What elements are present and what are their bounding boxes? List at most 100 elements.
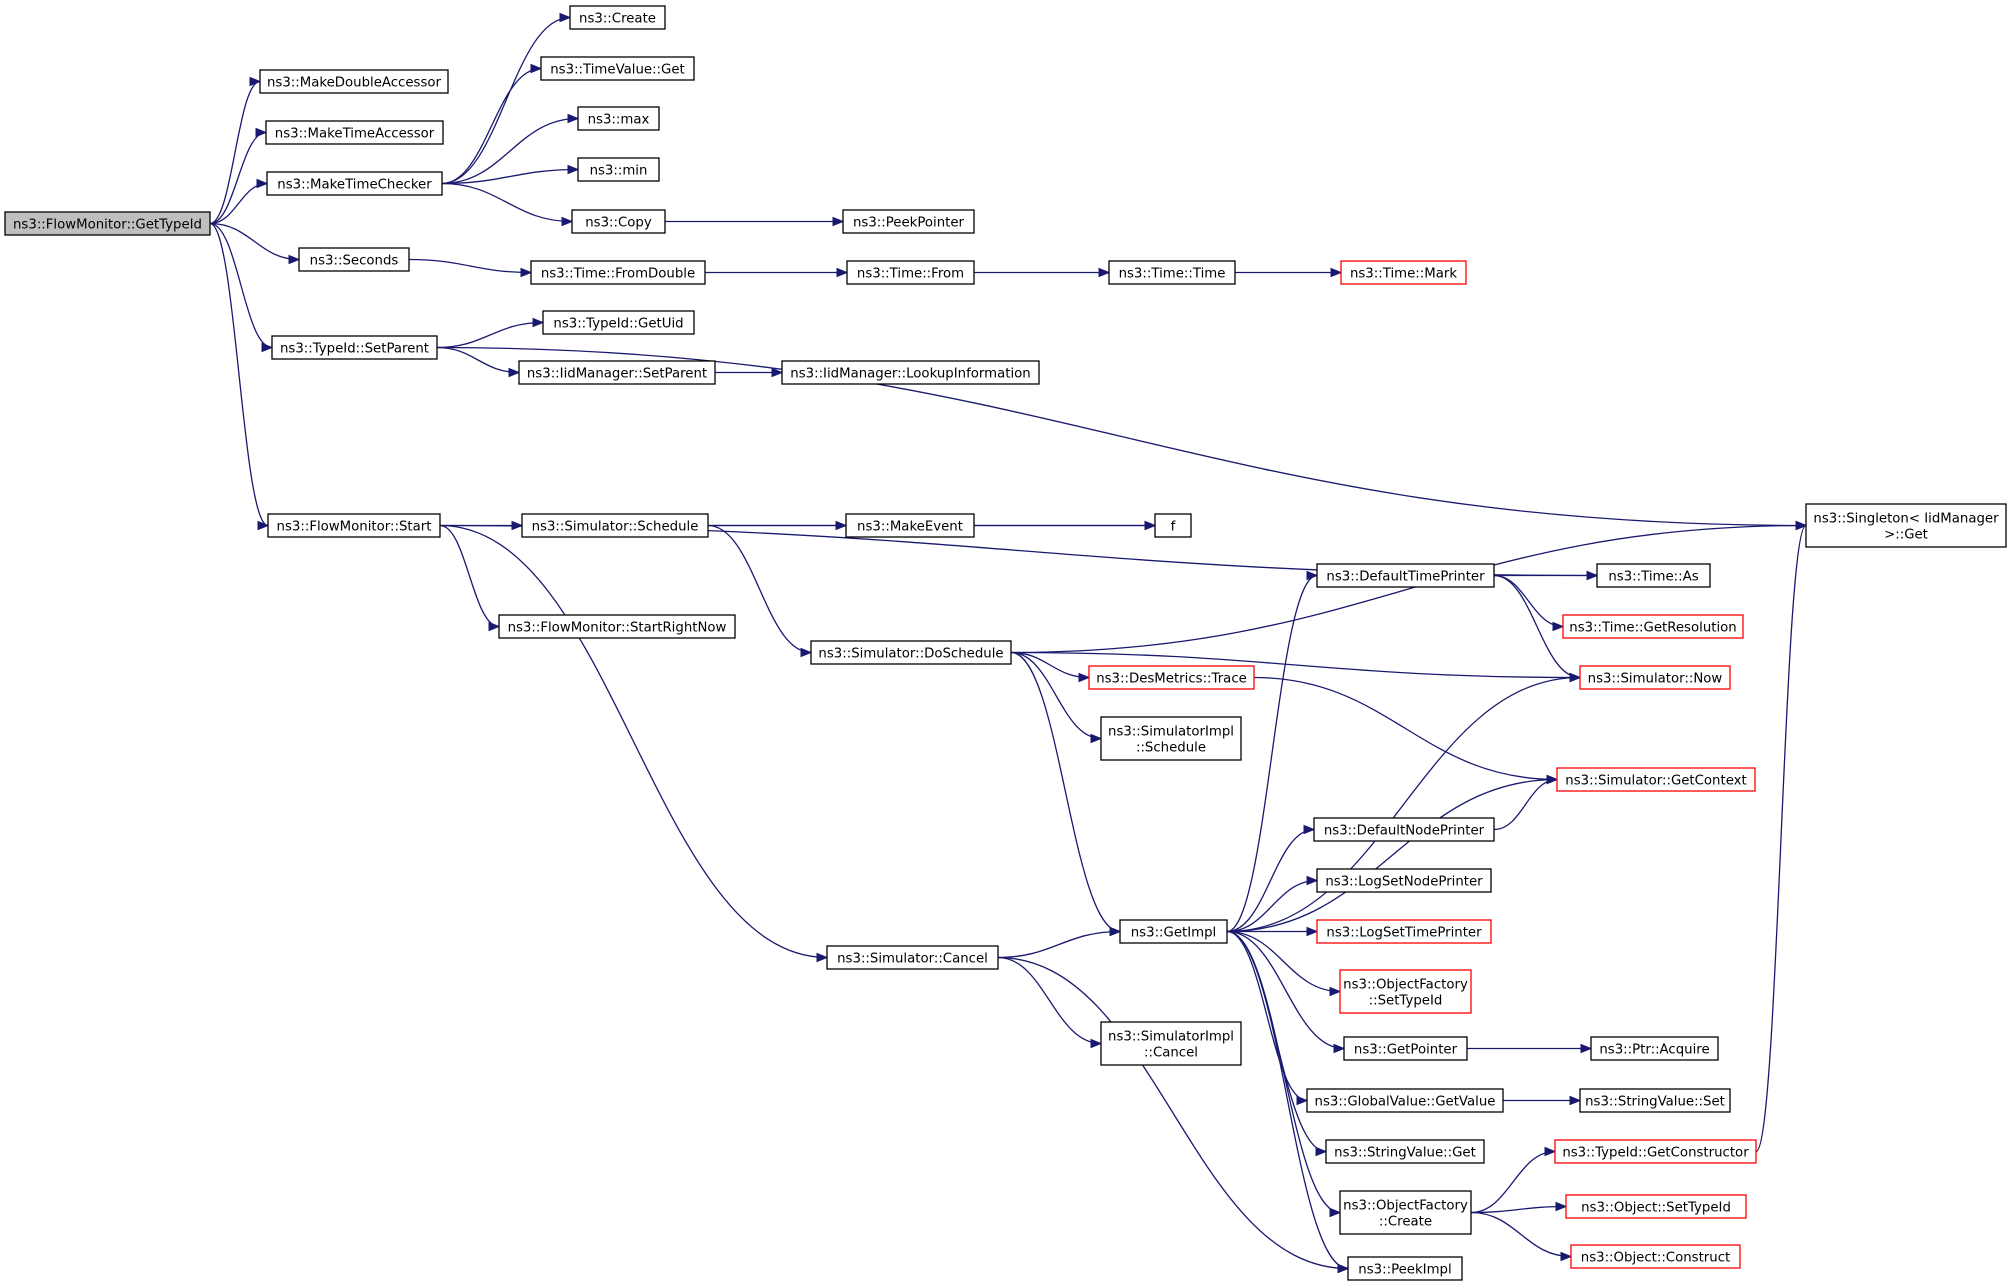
- node-set-parent[interactable]: ns3::TypeId::SetParent: [271, 335, 438, 360]
- node-make-time-checker[interactable]: ns3::MakeTimeChecker: [266, 171, 443, 196]
- node-time-time[interactable]: ns3::Time::Time: [1108, 260, 1236, 285]
- node-time-from[interactable]: ns3::Time::From: [846, 260, 975, 285]
- node-singleton-get[interactable]: ns3::Singleton< IidManager>::Get: [1805, 503, 2007, 548]
- arrowhead: [1337, 1263, 1350, 1274]
- node-peek-pointer[interactable]: ns3::PeekPointer: [842, 209, 975, 234]
- node-min[interactable]: ns3::min: [577, 157, 660, 182]
- node-from-double[interactable]: ns3::Time::FromDouble: [530, 260, 706, 285]
- node-do-schedule[interactable]: ns3::Simulator::DoSchedule: [810, 640, 1012, 665]
- node-start-right-now[interactable]: ns3::FlowMonitor::StartRightNow: [498, 614, 736, 639]
- node-sim-impl-schedule[interactable]: ns3::SimulatorImpl::Schedule: [1100, 716, 1242, 761]
- node-default-node-printer[interactable]: ns3::DefaultNodePrinter: [1313, 817, 1495, 842]
- node-label: ns3::min: [590, 164, 648, 179]
- arrowhead: [1090, 733, 1103, 744]
- arrowhead: [488, 621, 501, 632]
- arrowhead: [511, 520, 524, 531]
- node-label: ns3::TypeId::SetParent: [280, 342, 429, 357]
- node-label: ns3::Simulator::DoSchedule: [818, 647, 1003, 662]
- edge-get-impl-to-gv-get-value: [1226, 930, 1308, 1102]
- node-string-value-set[interactable]: ns3::StringValue::Set: [1579, 1088, 1731, 1113]
- node-get-impl[interactable]: ns3::GetImpl: [1119, 919, 1228, 944]
- node-box: [810, 640, 1012, 665]
- arrowhead: [1329, 986, 1342, 997]
- node-label: ns3::GetPointer: [1354, 1043, 1458, 1058]
- edge-get-impl-to-default-node-printer: [1226, 828, 1315, 933]
- edge-make-time-checker-to-copy: [441, 182, 573, 223]
- edge-get-type-id-to-make-time-accessor: [209, 131, 267, 225]
- node-copy[interactable]: ns3::Copy: [571, 209, 666, 234]
- node-get-constructor[interactable]: ns3::TypeId::GetConstructor: [1554, 1139, 1757, 1164]
- node-time-as[interactable]: ns3::Time::As: [1596, 563, 1711, 588]
- node-box: [846, 260, 975, 285]
- node-label: ns3::PeekPointer: [853, 216, 965, 231]
- node-seconds[interactable]: ns3::Seconds: [298, 247, 410, 272]
- node-obj-construct[interactable]: ns3::Object::Construct: [1570, 1244, 1741, 1269]
- node-label: ns3::StringValue::Get: [1334, 1146, 1476, 1161]
- arrowhead: [1555, 1201, 1568, 1212]
- edge-do-schedule-to-sim-impl-schedule: [1010, 651, 1102, 740]
- node-obj-set-type-id[interactable]: ns3::Object::SetTypeId: [1565, 1194, 1747, 1219]
- node-schedule[interactable]: ns3::Simulator::Schedule: [521, 513, 709, 538]
- node-f[interactable]: f: [1154, 513, 1192, 538]
- node-log-set-node-printer[interactable]: ns3::LogSetNodePrinter: [1316, 868, 1492, 893]
- node-label: ns3::TimeValue::Get: [550, 63, 685, 78]
- node-get-pointer[interactable]: ns3::GetPointer: [1343, 1036, 1468, 1061]
- node-box: [842, 209, 975, 234]
- node-of-create[interactable]: ns3::ObjectFactory::Create: [1339, 1190, 1472, 1235]
- node-box: [498, 614, 736, 639]
- node-get-resolution[interactable]: ns3::Time::GetResolution: [1562, 614, 1744, 639]
- node-get-uid[interactable]: ns3::TypeId::GetUid: [542, 310, 695, 335]
- node-time-mark[interactable]: ns3::Time::Mark: [1340, 260, 1467, 285]
- node-box: [267, 513, 441, 538]
- node-make-time-accessor[interactable]: ns3::MakeTimeAccessor: [265, 120, 444, 145]
- node-get-context[interactable]: ns3::Simulator::GetContext: [1556, 767, 1756, 792]
- node-make-event[interactable]: ns3::MakeEvent: [845, 513, 975, 538]
- arrowhead: [771, 367, 784, 378]
- edge-get-type-id-to-seconds: [209, 222, 300, 261]
- node-gv-get-value[interactable]: ns3::GlobalValue::GetValue: [1306, 1088, 1504, 1113]
- arrowhead: [520, 267, 533, 278]
- node-ptr-acquire[interactable]: ns3::Ptr::Acquire: [1590, 1036, 1719, 1061]
- node-log-set-time-printer[interactable]: ns3::LogSetTimePrinter: [1316, 919, 1492, 944]
- node-box: [518, 360, 716, 385]
- node-peek-impl[interactable]: ns3::PeekImpl: [1347, 1256, 1463, 1281]
- node-lookup-info[interactable]: ns3::IidManager::LookupInformation: [781, 360, 1040, 385]
- arrowhead: [1144, 520, 1157, 531]
- node-make-double-accessor[interactable]: ns3::MakeDoubleAccessor: [259, 69, 449, 94]
- node-label: ns3::DefaultTimePrinter: [1326, 570, 1485, 585]
- node-box: [1570, 1244, 1741, 1269]
- arrowhead: [1296, 1095, 1309, 1106]
- node-label: ns3::SimulatorImpl: [1108, 1030, 1234, 1045]
- node-iid-set-parent[interactable]: ns3::IidManager::SetParent: [518, 360, 716, 385]
- node-max[interactable]: ns3::max: [577, 106, 660, 131]
- node-create[interactable]: ns3::Create: [569, 5, 666, 30]
- node-des-metrics-trace[interactable]: ns3::DesMetrics::Trace: [1088, 665, 1255, 690]
- node-label: ns3::Time::Mark: [1350, 267, 1457, 282]
- node-time-value-get[interactable]: ns3::TimeValue::Get: [540, 56, 695, 81]
- node-string-value-get[interactable]: ns3::StringValue::Get: [1325, 1139, 1485, 1164]
- node-label: ns3::DefaultNodePrinter: [1324, 824, 1485, 839]
- arrowhead: [1546, 774, 1559, 785]
- node-label: ns3::Time::From: [857, 267, 964, 282]
- edge-get-type-id-to-set-parent: [209, 222, 273, 349]
- node-cancel[interactable]: ns3::Simulator::Cancel: [826, 945, 999, 970]
- arrowhead: [257, 520, 270, 531]
- node-label: ns3::DesMetrics::Trace: [1096, 672, 1247, 687]
- node-of-set-type-id[interactable]: ns3::ObjectFactory::SetTypeId: [1339, 969, 1472, 1014]
- edge-cancel-to-sim-impl-cancel: [997, 956, 1102, 1045]
- edge-get-type-id-to-make-double-accessor: [209, 80, 261, 225]
- edge-make-time-checker-to-time-value-get: [441, 67, 542, 185]
- node-sim-impl-cancel[interactable]: ns3::SimulatorImpl::Cancel: [1100, 1021, 1242, 1066]
- node-fm-start[interactable]: ns3::FlowMonitor::Start: [267, 513, 441, 538]
- node-box: [1100, 716, 1242, 761]
- node-get-type-id[interactable]: ns3::FlowMonitor::GetTypeId: [4, 211, 211, 236]
- node-label: >::Get: [1884, 528, 1928, 543]
- node-label: ns3::IidManager::LookupInformation: [790, 367, 1030, 382]
- edge-get-impl-to-get-context: [1226, 778, 1558, 933]
- node-label: ns3::MakeEvent: [857, 520, 963, 535]
- node-label: ns3::Seconds: [310, 254, 399, 269]
- node-sim-now[interactable]: ns3::Simulator::Now: [1579, 665, 1731, 690]
- node-box: [265, 120, 444, 145]
- node-default-time-printer[interactable]: ns3::DefaultTimePrinter: [1316, 563, 1495, 588]
- node-box: [266, 171, 443, 196]
